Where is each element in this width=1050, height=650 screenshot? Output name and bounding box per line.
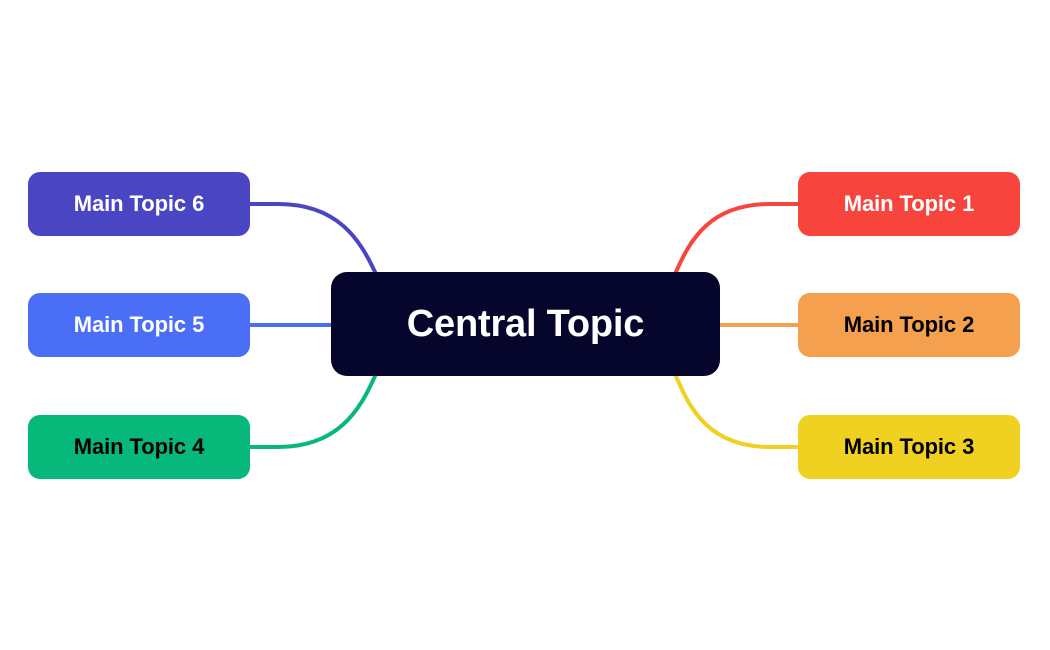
- main-topic-5-label: Main Topic 5: [73, 312, 205, 337]
- main-topic-4-label: Main Topic 4: [73, 434, 205, 459]
- central-node-label: Central Topic: [406, 303, 645, 345]
- main-topic-3-label: Main Topic 3: [843, 434, 975, 459]
- central-node[interactable]: Central Topic: [331, 272, 720, 376]
- main-topic-3[interactable]: Main Topic 3: [798, 415, 1020, 479]
- main-topic-1[interactable]: Main Topic 1: [798, 172, 1020, 236]
- main-topic-2[interactable]: Main Topic 2: [798, 293, 1020, 357]
- main-topic-4[interactable]: Main Topic 4: [28, 415, 250, 479]
- main-topic-5[interactable]: Main Topic 5: [28, 293, 250, 357]
- main-topic-1-label: Main Topic 1: [843, 191, 975, 216]
- connector-topic-4: [248, 374, 377, 449]
- main-topic-6-label: Main Topic 6: [73, 191, 205, 216]
- connector-topic-1: [674, 202, 800, 274]
- connector-topic-3: [674, 374, 800, 449]
- main-topic-6[interactable]: Main Topic 6: [28, 172, 250, 236]
- main-topic-2-label: Main Topic 2: [843, 312, 975, 337]
- connector-topic-6: [248, 202, 377, 274]
